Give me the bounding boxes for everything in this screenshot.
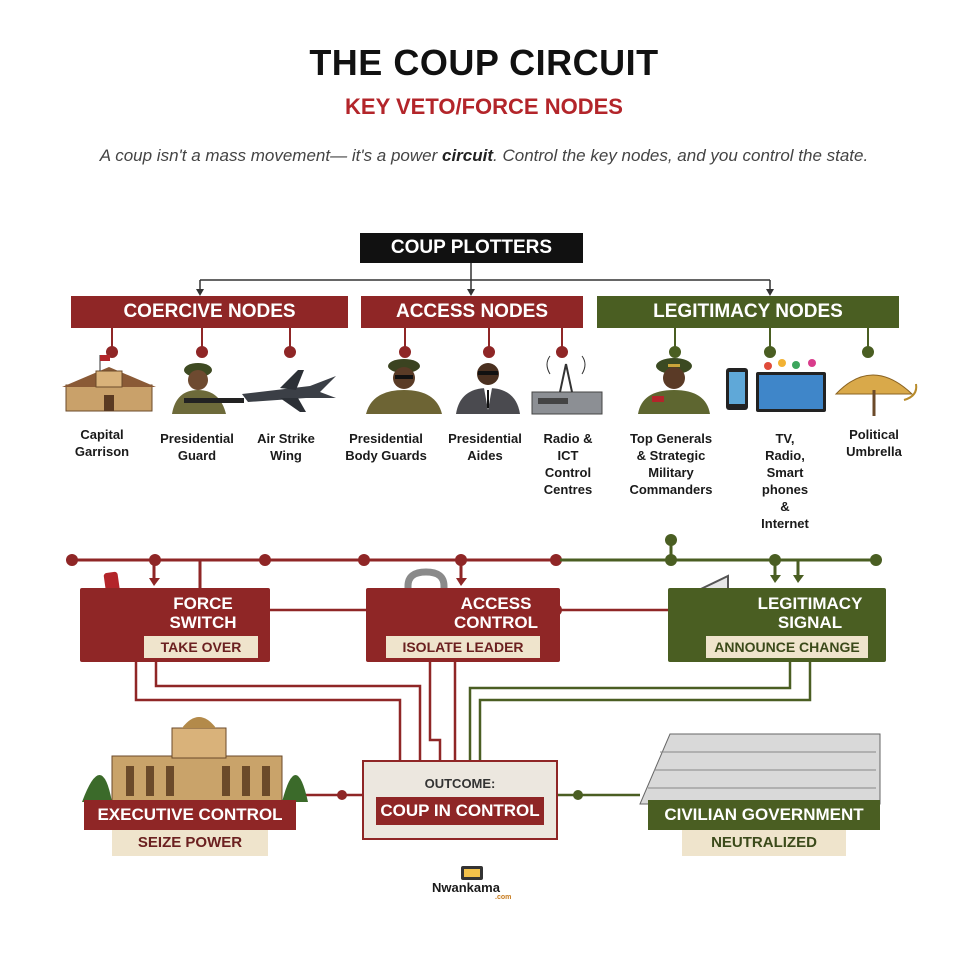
civilian-government-sub: NEUTRALIZED [682,830,846,856]
civilian-government-card: CIVILIAN GOVERNMENT NEUTRALIZED [648,800,880,856]
red-bus-nodes [66,554,562,586]
executive-control-card: EXECUTIVE CONTROL SEIZE POWER [84,800,296,856]
node-presidential-aides: Presidential Aides [448,431,522,463]
legitimacy-signal-sub: ANNOUNCE CHANGE [706,636,868,658]
radio-tower-icon [531,355,603,415]
access-control-title: ACCESS CONTROL [453,594,539,632]
aide-icon [456,363,520,414]
legitimacy-signal-title: LEGITIMACY SIGNAL [757,594,863,632]
general-icon [638,358,710,414]
green-bus [560,540,876,580]
executive-control-sub: SEIZE POWER [112,830,268,856]
node-presidential-body-guards: Presidential Body Guards [345,431,427,463]
force-switch-title: FORCE SWITCH [169,594,237,632]
coup-in-control-box: OUTCOME: COUP IN CONTROL [362,760,558,840]
node-air-strike-wing: Air Strike Wing [257,431,315,463]
soldier-icon [172,363,244,414]
arrow-heads [196,289,774,296]
logo-name: Nwankama [432,880,500,895]
top-connectors [199,263,771,294]
coup-in-control-title: COUP IN CONTROL [376,797,544,825]
access-nodes-banner: ACCESS NODES [361,296,583,328]
node-stems [106,328,874,358]
force-switch-box: FORCE SWITCH TAKE OVER [80,588,270,662]
node-radio-ict-centres: Radio & ICT Control Centres [543,431,593,497]
legitimacy-nodes-banner: LEGITIMACY NODES [597,296,899,328]
page-subtitle: KEY VETO/FORCE NODES [345,94,623,119]
node-top-generals: Top Generals & Strategic Military Comman… [629,431,713,497]
node-political-umbrella: Political Umbrella [846,427,902,459]
green-bus-nodes [665,534,882,583]
coercive-nodes-banner: COERCIVE NODES [71,296,348,328]
tagline: A coup isn't a mass movement— it's a pow… [99,146,869,165]
palace-icon [82,717,308,803]
officer-icon [366,359,442,414]
civilian-government-title: CIVILIAN GOVERNMENT [648,800,880,830]
coup-plotters-box: COUP PLOTTERS [360,233,583,263]
media-devices-icon [726,359,826,412]
access-control-box: ACCESS CONTROL ISOLATE LEADER [366,588,560,662]
legitimacy-signal-box: LEGITIMACY SIGNAL ANNOUNCE CHANGE [668,588,886,662]
outcome-label: OUTCOME: [424,776,496,791]
node-tv-radio-internet: TV, Radio, Smart phones & Internet [761,431,809,531]
jet-icon [242,370,336,412]
office-building-icon [639,733,881,805]
node-capital-garrison: Capital Garrison [74,427,130,459]
page-title: THE COUP CIRCUIT [309,42,659,83]
force-switch-sub: TAKE OVER [144,636,258,658]
executive-control-title: EXECUTIVE CONTROL [84,800,296,830]
lower-wiring [134,660,812,797]
logo-icon [461,866,483,880]
logo-suffix: .com [495,894,512,901]
building-icon [62,355,156,412]
node-presidential-guard: Presidential Guard [160,431,234,463]
access-control-sub: ISOLATE LEADER [386,636,540,658]
umbrella-icon [834,374,918,416]
